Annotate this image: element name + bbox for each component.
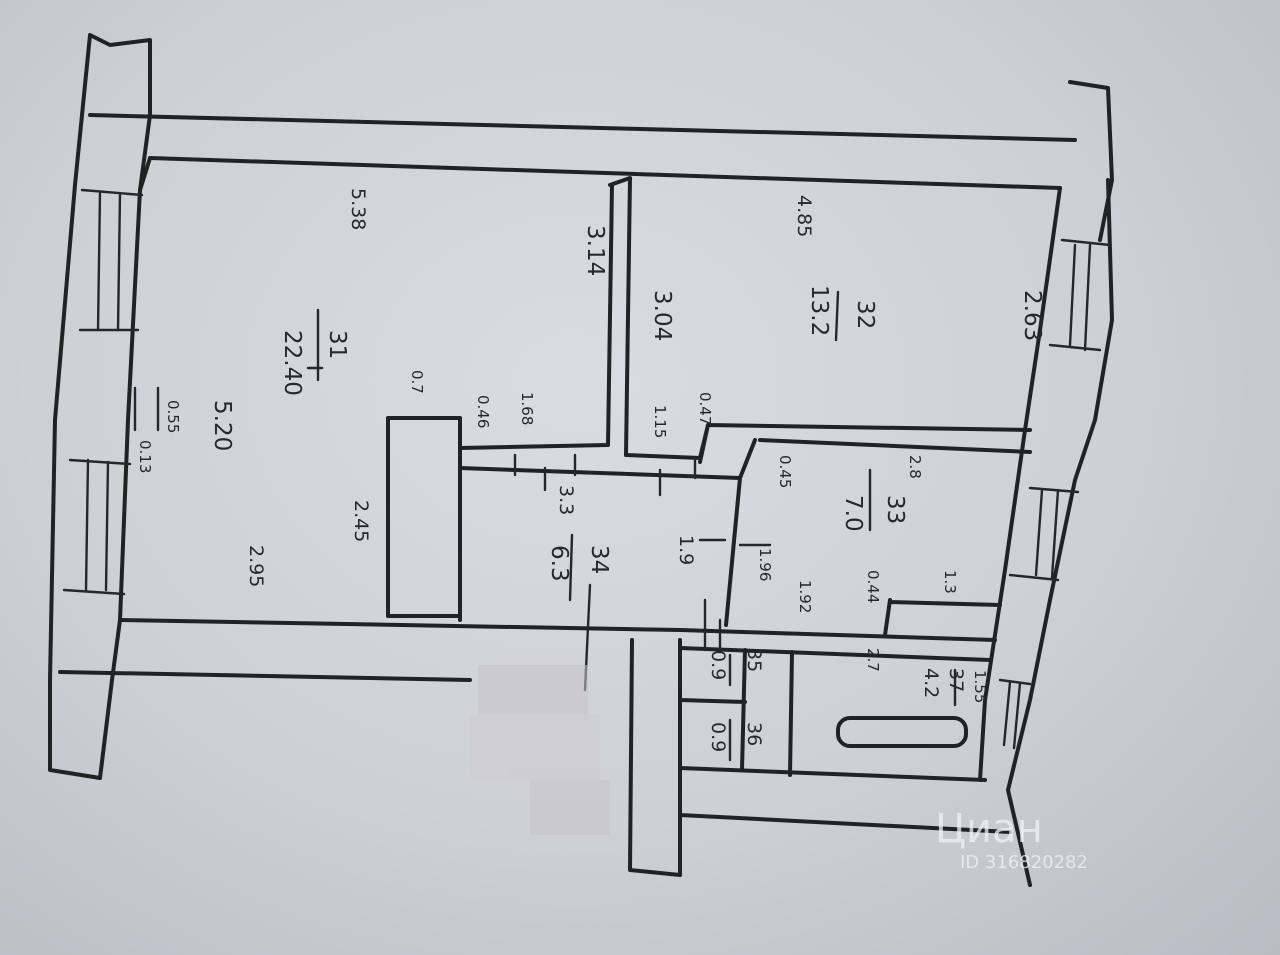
dimension-0-7: 0.7: [408, 370, 426, 394]
dimension-1-96: 1.96: [756, 548, 774, 581]
interior-wall-32-33: [624, 423, 1032, 464]
counter-block: [386, 416, 462, 618]
room-31-area: 22.40: [279, 330, 305, 396]
window-left-bottom: [62, 458, 132, 596]
room-31-number: 31: [324, 330, 350, 359]
dimension-0-46: 0.46: [474, 395, 492, 428]
room-33-area: 7.0: [840, 495, 866, 532]
interior-wall-hall: [458, 438, 757, 627]
room-35-area: 0.9: [707, 650, 729, 680]
dimension-0-44: 0.44: [864, 570, 882, 603]
room-labels: 31 22.40 32 13.2 33 7.0 34 6.3 0.9 35 36…: [279, 285, 967, 752]
window-right-middle: [1008, 486, 1080, 582]
windows: [62, 188, 1112, 750]
tick-lines-hall: [133, 366, 772, 652]
dimension-2-95: 2.95: [245, 545, 267, 587]
room-35-number: 35: [743, 648, 765, 672]
bottom-outer-wall: [58, 618, 1012, 877]
watermark: Циан ID 316820282: [935, 806, 1088, 873]
room-37-number: 37: [945, 668, 967, 692]
dimension-0-45: 0.45: [776, 455, 794, 488]
dimension-4-85: 4.85: [793, 195, 815, 237]
left-outer-wall: [48, 33, 152, 780]
interior-wall-wc: [678, 646, 794, 777]
dimension-1-55: 1.55: [971, 670, 989, 703]
dimension-2-7: 2.7: [864, 648, 882, 672]
room-32-area: 13.2: [806, 285, 832, 336]
dimension-5-38: 5.38: [347, 188, 369, 230]
dimension-0-13: 0.13: [136, 440, 154, 473]
room-36-number: 36: [743, 722, 765, 746]
dimension-1-92: 1.92: [796, 580, 814, 613]
window-right-bottom: [998, 678, 1032, 750]
dimension-1-3: 1.3: [941, 570, 959, 594]
dimension-1-9: 1.9: [675, 535, 697, 565]
room-34-number: 34: [586, 545, 612, 574]
dimension-ticks: [133, 290, 957, 762]
dimension-2-63: 2.63: [1019, 290, 1045, 341]
room-33-number: 33: [882, 495, 908, 524]
top-outer-wall: [88, 80, 1114, 242]
window-left-top: [78, 188, 144, 332]
dimension-labels: 5.38 5.20 2.95 2.45 3.14 0.7 1.68 0.46 0…: [136, 188, 1045, 703]
interior-wall-33-bath: [678, 598, 1002, 662]
bathtub: [836, 716, 968, 748]
watermark-listing-id: ID 316820282: [960, 852, 1088, 873]
dimension-3-14: 3.14: [582, 225, 608, 276]
dimension-0-47: 0.47: [696, 392, 714, 425]
interior-wall-31-32: [138, 156, 632, 457]
watermark-brand: Циан: [935, 806, 1043, 852]
right-outer-wall: [978, 178, 1114, 887]
room-34-area: 6.3: [546, 545, 572, 582]
walls: [48, 33, 1114, 887]
leader-line-fraction-32: [834, 290, 840, 342]
dimension-1-15: 1.15: [651, 405, 669, 438]
dimension-3-04: 3.04: [649, 290, 675, 341]
redaction-blur: [470, 665, 610, 835]
room-32-number: 32: [852, 300, 878, 329]
dimension-0-55: 0.55: [164, 400, 182, 433]
room-37-area: 4.2: [920, 668, 942, 698]
dimension-5-20: 5.20: [209, 400, 235, 451]
dimension-2-8: 2.8: [906, 455, 924, 479]
dimension-2-45: 2.45: [350, 500, 372, 542]
dimension-1-68: 1.68: [518, 392, 536, 425]
window-right-top: [1048, 238, 1112, 352]
leader-line-fraction-34: [568, 533, 574, 602]
dimension-3-3: 3.3: [555, 485, 577, 515]
room-36-area: 0.9: [707, 722, 729, 752]
